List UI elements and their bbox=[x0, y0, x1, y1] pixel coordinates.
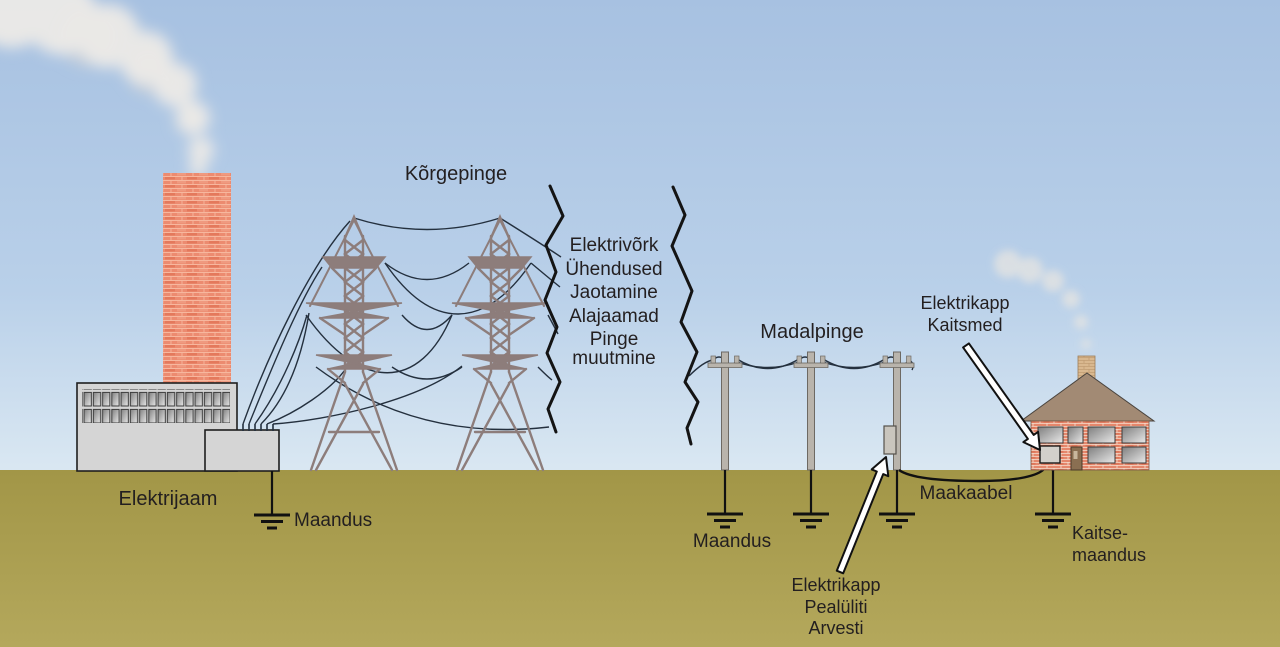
label-pole-cabinet: Elektrikapp Pealüliti Arvesti bbox=[791, 575, 880, 640]
transmission-tower-1 bbox=[304, 215, 404, 472]
label-network-line6: muutmine bbox=[572, 347, 656, 369]
label-maandus-plant: Maandus bbox=[294, 510, 373, 531]
label-pole-cabinet-line3: Arvesti bbox=[808, 618, 864, 638]
label-pole-cabinet-line1: Elektrikapp bbox=[791, 575, 881, 595]
grounding-plant bbox=[252, 469, 292, 530]
label-network-line3: Jaotamine bbox=[570, 282, 658, 303]
label-house-cabinet-line1: Elektrikapp bbox=[920, 293, 1010, 313]
arrow-to-house-cabinet bbox=[962, 342, 1041, 451]
power-plant bbox=[76, 173, 280, 472]
plant-switchyard-annex bbox=[204, 429, 280, 472]
ground bbox=[0, 470, 1280, 647]
wavy-break-left bbox=[543, 184, 565, 434]
label-kaitse-maandus: Kaitse- maandus bbox=[1072, 523, 1146, 566]
utility-pole-2 bbox=[793, 351, 829, 471]
house-door-window bbox=[1073, 451, 1078, 459]
utility-pole-1 bbox=[707, 351, 743, 471]
label-network-line5: Pinge bbox=[589, 329, 639, 350]
label-network-line4: Alajaamad bbox=[569, 305, 659, 327]
label-kaitse-maandus-line2: maandus bbox=[1072, 544, 1147, 565]
plant-smokestack bbox=[163, 173, 231, 385]
maakaabel-cable bbox=[898, 462, 1055, 483]
label-network-box: Elektrivõrk Ühendused Jaotamine Alajaama… bbox=[565, 234, 662, 370]
power-plant-smoke bbox=[0, 0, 214, 177]
label-maakaabel: Maakaabel bbox=[919, 483, 1013, 504]
wavy-break-right bbox=[670, 185, 700, 446]
label-kaitse-maandus-line1: Kaitse- bbox=[1072, 523, 1129, 543]
label-pole-cabinet-line2: Pealüliti bbox=[804, 596, 868, 617]
utility-pole-3 bbox=[879, 351, 915, 471]
house-roof bbox=[1019, 372, 1156, 422]
arrow-to-pole-cabinet bbox=[835, 456, 890, 575]
network-break bbox=[543, 184, 700, 446]
annotation-arrows bbox=[835, 342, 1041, 575]
label-house-cabinet: Elektrikapp Kaitsmed bbox=[920, 293, 1009, 336]
label-madalpinge: Madalpinge bbox=[760, 321, 864, 343]
plant-windows bbox=[82, 389, 230, 423]
house-cabinet-box bbox=[1039, 445, 1061, 464]
house-windows bbox=[1037, 426, 1147, 464]
grounding-pole-1 bbox=[705, 468, 745, 529]
transmission-tower-2 bbox=[450, 215, 550, 472]
grounding-pole-2 bbox=[791, 468, 831, 529]
house bbox=[1019, 355, 1156, 471]
low-voltage-line bbox=[707, 351, 915, 471]
grounding-house bbox=[1033, 468, 1073, 529]
label-network-line2: Ühendused bbox=[565, 258, 663, 280]
grounding-pole-3 bbox=[877, 468, 917, 529]
power-lines bbox=[242, 217, 914, 431]
label-maandus-poles: Maandus bbox=[692, 531, 772, 552]
label-korgepinge: Kõrgepinge bbox=[404, 163, 508, 185]
label-house-cabinet-line2: Kaitsmed bbox=[927, 314, 1003, 335]
house-smoke bbox=[994, 250, 1091, 349]
label-elektrijaam: Elektrijaam bbox=[118, 488, 218, 510]
label-network-line1: Elektrivõrk bbox=[569, 235, 659, 256]
pole-cabinet-box bbox=[883, 425, 897, 455]
